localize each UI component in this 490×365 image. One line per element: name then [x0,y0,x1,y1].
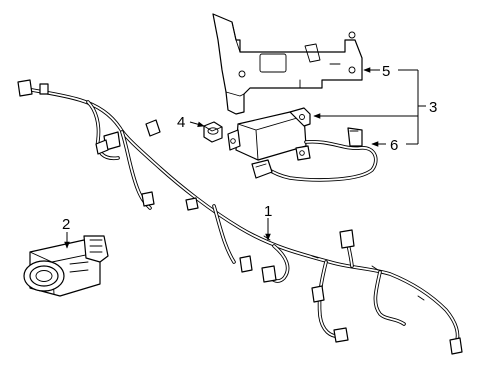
wiring-harness [17,79,463,355]
sensor-module [227,107,378,182]
callout-1: 1 [264,203,272,220]
callout-5: 5 [382,63,390,80]
hex-nut [203,121,223,143]
callout-2: 2 [62,216,70,233]
parking-sensor [23,235,109,297]
callout-6: 6 [390,137,398,154]
callout-3: 3 [429,99,437,116]
mounting-bracket [212,13,363,115]
callout-4: 4 [177,114,185,131]
callout-leaders [64,67,426,249]
